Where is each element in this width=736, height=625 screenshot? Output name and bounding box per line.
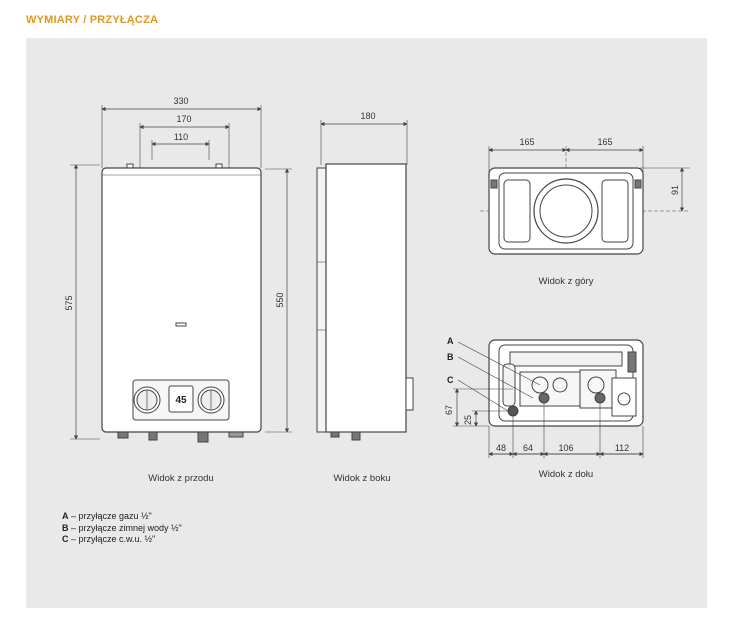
side-view: [316, 120, 414, 441]
top-left-dimension: 165: [519, 137, 534, 147]
bottom-25-dimension: 25: [463, 415, 473, 425]
front-width-dimension: 330: [173, 96, 188, 106]
bottom-67-dimension: 67: [444, 405, 454, 415]
section-heading: WYMIARY / PRZYŁĄCZA: [26, 14, 159, 26]
legend-key: B: [62, 522, 69, 533]
legend-text: – przyłącze gazu ½": [68, 511, 152, 521]
caption-top-view: Widok z góry: [539, 276, 594, 287]
bottom-48-dimension: 48: [496, 443, 506, 453]
label-a: A: [447, 336, 454, 346]
front-inner-dimension-2: 110: [174, 132, 188, 142]
legend-key: C: [62, 534, 69, 544]
display-readout: 45: [175, 395, 187, 406]
bottom-112-dimension: 112: [615, 443, 629, 453]
bottom-64-dimension: 64: [523, 443, 533, 453]
top-right-dimension: 165: [597, 137, 612, 147]
label-c: C: [447, 375, 454, 385]
bottom-view: [453, 339, 644, 458]
caption-side-view: Widok z boku: [333, 473, 390, 484]
connection-legend: A – przyłącze gazu ½" B – przyłącze zimn…: [62, 511, 182, 546]
legend-key: A: [62, 511, 69, 521]
caption-front-view: Widok z przodu: [148, 473, 213, 484]
bottom-106-dimension: 106: [558, 443, 573, 453]
top-side-dimension: 91: [670, 185, 680, 195]
legend-item: B – przyłącze zimnej wody ½": [62, 523, 182, 535]
legend-item: A – przyłącze gazu ½": [62, 511, 182, 523]
front-inner-dimension-1: 170: [176, 114, 191, 124]
legend-item: C – przyłącze c.w.u. ½": [62, 534, 182, 546]
front-view: [70, 105, 292, 443]
legend-text: – przyłącze zimnej wody ½": [68, 522, 182, 533]
front-body-height-dimension: 550: [275, 292, 285, 307]
label-b: B: [447, 352, 454, 362]
front-height-dimension: 575: [64, 295, 74, 310]
side-depth-dimension: 180: [360, 111, 375, 121]
top-view: [480, 146, 690, 255]
caption-bottom-view: Widok z dołu: [539, 469, 593, 480]
legend-text: – przyłącze c.w.u. ½": [68, 534, 156, 544]
